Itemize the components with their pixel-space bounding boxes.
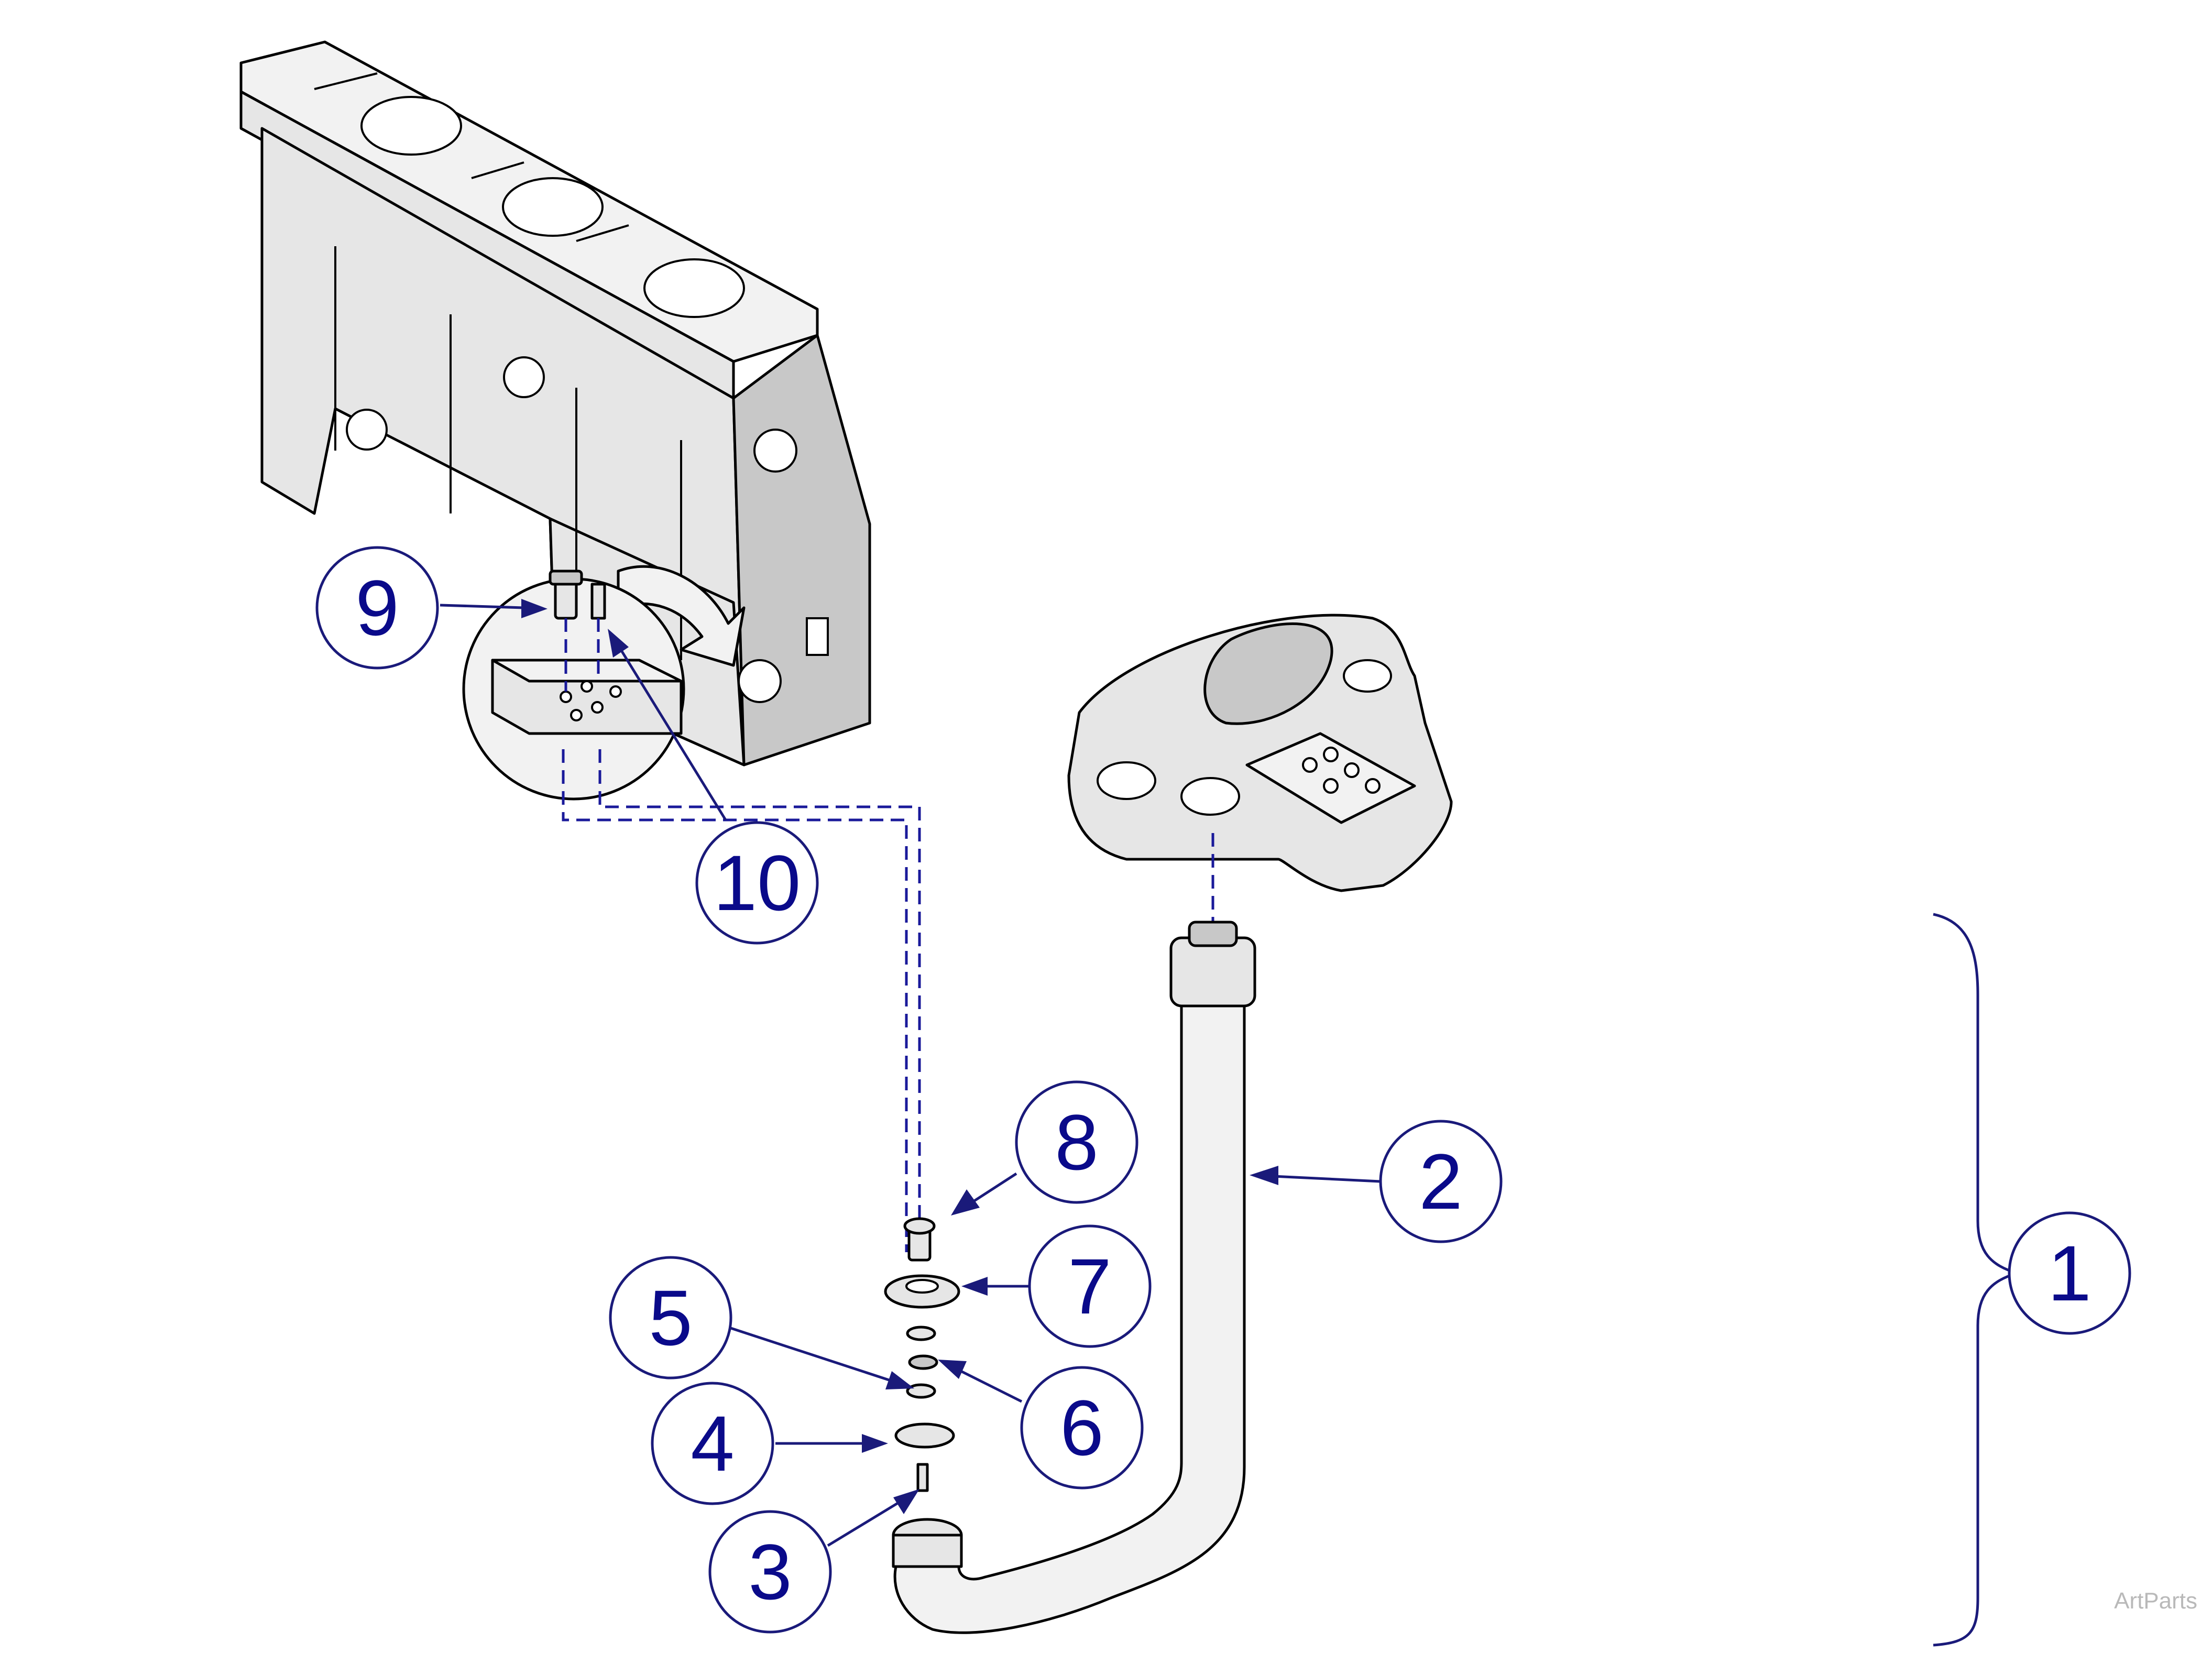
callout-3: 3 [708,1510,832,1634]
callout-label-10: 10 [714,839,801,927]
callout-8: 8 [1015,1080,1138,1204]
washer-part-5 [906,1383,936,1399]
callout-label-2: 2 [1419,1137,1462,1225]
callout-7: 7 [1028,1224,1152,1348]
hardware-stack [884,1217,960,1492]
leader-lines [440,599,2033,1547]
callout-label-8: 8 [1055,1098,1098,1186]
hose-tube [892,921,1256,1634]
disc-part-4 [894,1422,955,1449]
callout-6: 6 [1020,1366,1144,1490]
callout-label-3: 3 [748,1528,792,1616]
washer-upper [906,1326,936,1341]
assembly-path-line-2 [598,749,921,1257]
artparts-watermark: ArtParts [2114,1588,2197,1614]
callout-9: 9 [315,546,439,670]
washer-part-6 [908,1354,938,1370]
assembly-path-line [562,749,908,1252]
callout-10: 10 [695,821,819,945]
callout-5: 5 [609,1256,732,1380]
assembly-brace [1933,913,2022,1647]
callout-4: 4 [651,1382,774,1505]
callout-label-7: 7 [1068,1242,1111,1330]
callout-2: 2 [1379,1120,1503,1243]
holder-tray [1067,614,1453,922]
callout-label-4: 4 [691,1399,734,1487]
callout-label-6: 6 [1060,1384,1103,1472]
pin-part-3 [916,1463,929,1492]
callout-1: 1 [2008,1211,2131,1335]
magnified-detail-bubble [462,570,685,801]
callout-label-9: 9 [355,564,399,652]
callout-label-5: 5 [649,1274,692,1362]
callout-label-1: 1 [2047,1229,2091,1317]
frame-casting [239,40,871,767]
